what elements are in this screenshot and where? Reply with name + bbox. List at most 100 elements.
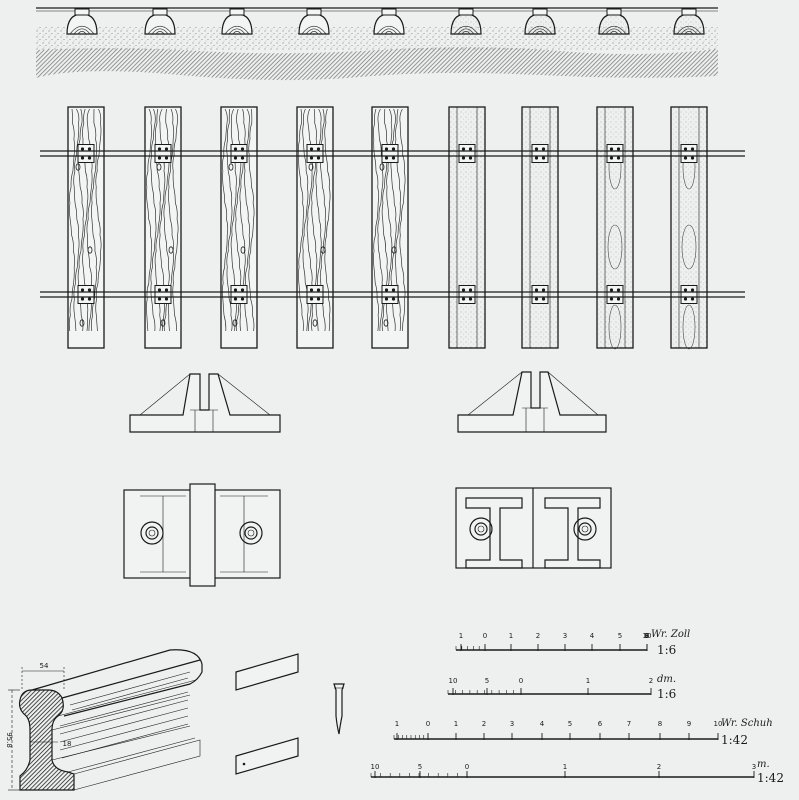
fish-plate-upper	[235, 653, 299, 691]
dimension-width: 54	[21, 662, 65, 690]
scale-tick-label: 1	[563, 763, 567, 771]
rail-chair-plan	[606, 285, 624, 304]
scale-ratio-label: 1:6	[657, 643, 676, 657]
scale-ratio-label: 1:42	[757, 771, 784, 785]
scale-tick-label: 10	[714, 720, 723, 728]
scale-tick-label: 3	[510, 720, 514, 728]
rail-chair-plan	[458, 144, 476, 163]
scale-tick-label: 5	[485, 677, 489, 685]
rail-chair-plan	[381, 144, 399, 163]
rail-perspective-section: 54 95.8 18	[5, 649, 203, 791]
scale-tick-label: 1	[459, 632, 463, 640]
scale-tick-label: 0	[483, 632, 487, 640]
sleeper-plan	[144, 106, 182, 349]
scale-tick-label: 1	[395, 720, 399, 728]
chair-plan-left	[123, 483, 281, 587]
scale-tick-label: 1	[509, 632, 513, 640]
spike-hole-left	[140, 521, 164, 545]
scale-tick-label: 0	[426, 720, 430, 728]
rail-chair-plan	[381, 285, 399, 304]
sleeper-side	[450, 8, 482, 35]
sleeper-side	[66, 8, 98, 35]
dim-height-label: 95.8	[5, 732, 13, 748]
spike-hole-left	[469, 517, 493, 541]
side-sleepers	[66, 8, 705, 35]
sleeper-side	[144, 8, 176, 35]
scale-tick-label: 3	[563, 632, 567, 640]
sleeper-plan	[371, 106, 409, 349]
sleeper-plan	[670, 106, 708, 350]
scale-tick-label: 9	[687, 720, 691, 728]
scale-tick-label: 10	[371, 763, 380, 771]
spike-hole-right	[573, 517, 597, 541]
rail-chair-plan	[306, 285, 324, 304]
sleeper-plan	[521, 106, 559, 349]
track-side-elevation	[36, 7, 718, 81]
rail-chair-plan	[154, 144, 172, 163]
rail-chair-plan	[531, 144, 549, 163]
rail-chair-plan	[606, 144, 624, 163]
scale-tick-label: 2	[649, 677, 653, 685]
rail-bottom	[40, 291, 745, 298]
scale-tick-label: 1	[586, 677, 590, 685]
sleeper-side	[598, 8, 630, 35]
scale-tick-label: 8	[645, 632, 649, 640]
sleeper-side	[298, 8, 330, 35]
rail-chair-plan	[230, 144, 248, 163]
scale-tick-label: 10	[643, 632, 652, 640]
scale-unit-label: Wr. Schuh	[721, 718, 773, 729]
scale-tick-label: 6	[645, 632, 650, 640]
scale-tick-label: 2	[657, 763, 661, 771]
rail-top	[40, 150, 745, 157]
scale-tick-label: 3	[752, 763, 756, 771]
scale-tick-label: 10	[449, 677, 458, 685]
embankment-hatching	[36, 47, 718, 81]
rail-chair-plan	[306, 144, 324, 163]
sleeper-side	[673, 8, 705, 35]
scale-tick-label: 7	[627, 720, 631, 728]
rail-chair-plan	[154, 285, 172, 304]
spike-hole-right	[239, 521, 263, 545]
scale-tick-label: 2	[482, 720, 486, 728]
scale-tick-label: 7	[645, 632, 649, 640]
rail-cross-section	[18, 689, 75, 791]
sleeper-side	[524, 8, 556, 35]
dim-web-label: 18	[63, 740, 72, 748]
plan-sleepers	[67, 106, 708, 350]
scale-unit-label: Wr. Zoll	[651, 629, 690, 640]
dimension-web: 18	[30, 740, 71, 748]
rail-chair-plan	[458, 285, 476, 304]
sleeper-plan	[596, 106, 634, 350]
scale-tick-label: 8	[658, 720, 662, 728]
sleeper-plan	[296, 106, 334, 349]
scale-ratio-label: 1:6	[657, 687, 676, 701]
scale-tick-label: 0	[519, 677, 523, 685]
scale-tick-label: 6	[598, 720, 603, 728]
rail-chair-plan	[680, 285, 698, 304]
chair-elevation-left	[129, 373, 281, 433]
rail-spike	[333, 683, 345, 735]
scale-tick-label: 4	[590, 632, 595, 640]
scale-tick-label: 0	[465, 763, 469, 771]
scale-bar: 10 5 0 1 2 dm. 1:6	[447, 674, 676, 701]
dim-width-label: 54	[40, 662, 49, 670]
scale-tick-label: 5	[568, 720, 572, 728]
fish-plate-lower	[235, 737, 299, 775]
scale-tick-label: 2	[536, 632, 540, 640]
sleeper-side	[373, 8, 405, 35]
scale-unit-label: dm.	[657, 674, 676, 685]
scale-unit-label: m.	[757, 759, 770, 770]
scale-tick-label: 9	[645, 632, 649, 640]
rail-chair-plan	[77, 144, 95, 163]
scale-tick-label: 5	[618, 632, 622, 640]
rail-chair-plan	[531, 285, 549, 304]
sleeper-plan	[220, 106, 258, 349]
rail-chair-plan	[230, 285, 248, 304]
scale-ratio-label: 1:42	[721, 733, 748, 747]
rail-chair-plan	[77, 285, 95, 304]
track-plan-view	[40, 106, 745, 350]
